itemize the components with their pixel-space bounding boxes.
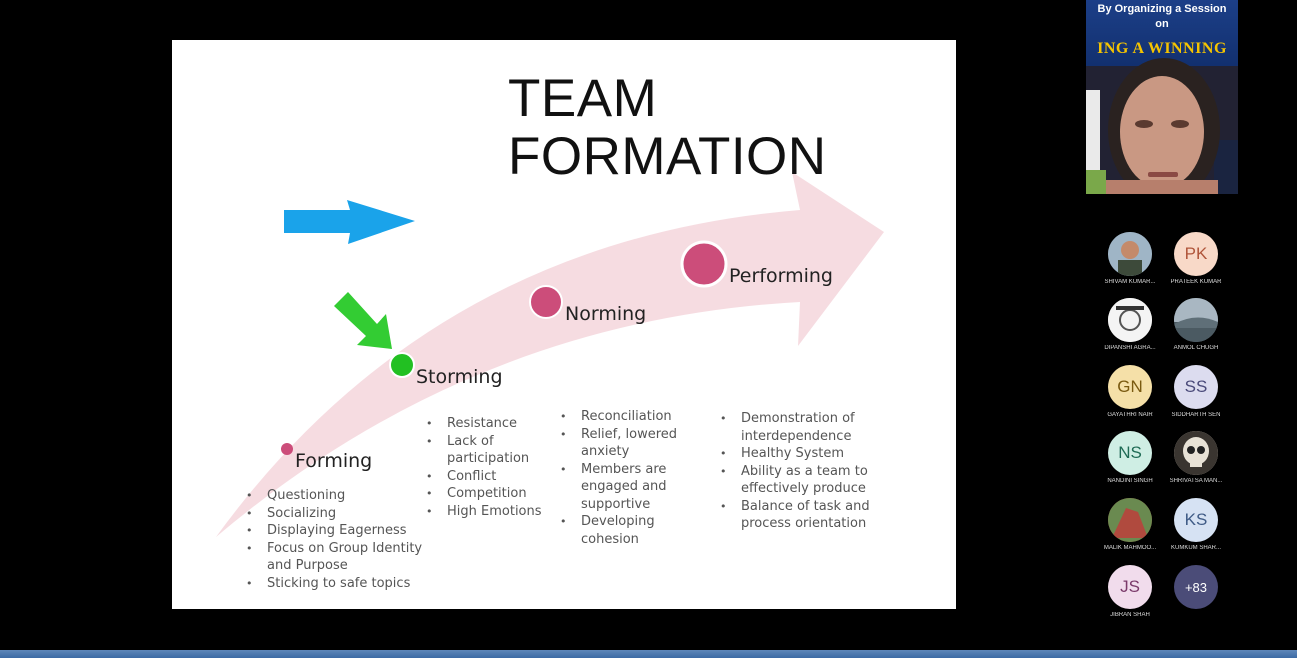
norming-bullets: Reconciliation Relief, lowered anxiety M…	[560, 408, 699, 548]
presenter-video[interactable]: By Organizing a Session on ING A WINNING	[1086, 0, 1238, 194]
avatar: NS	[1108, 431, 1152, 475]
list-item: Developing cohesion	[560, 513, 699, 548]
avatar: KS	[1174, 498, 1218, 542]
blue-arrow-icon	[284, 200, 415, 244]
participant-tile[interactable]: PK PRATEEK KUMAR	[1163, 232, 1229, 285]
list-item: Balance of task and process orientation	[720, 498, 881, 533]
avatar	[1108, 498, 1152, 542]
participant-name: DIPANSHI AGRA...	[1104, 345, 1156, 351]
participant-panel: SHIVAM KUMAR... PK PRATEEK KUMAR DIPANSH…	[1097, 232, 1237, 627]
list-item: Healthy System	[720, 445, 881, 463]
user-photo-icon	[1174, 298, 1218, 342]
avatar: GN	[1108, 365, 1152, 409]
list-item: High Emotions	[426, 503, 557, 521]
user-photo-icon	[1108, 298, 1152, 342]
storming-bullets: Resistance Lack of participation Conflic…	[426, 415, 557, 521]
avatar	[1174, 431, 1218, 475]
norming-dot	[529, 285, 563, 319]
performing-dot	[680, 240, 728, 288]
participant-name: KUMKUM SHAR...	[1170, 545, 1221, 551]
stage-label-storming: Storming	[416, 366, 503, 388]
list-item: Relief, lowered anxiety	[560, 426, 699, 461]
participant-tile[interactable]: ANMOL CHUGH	[1163, 298, 1229, 351]
list-item: Ability as a team to effectively produce	[720, 463, 881, 498]
list-item: Resistance	[426, 415, 557, 433]
taskbar	[0, 650, 1297, 658]
user-photo-icon	[1108, 498, 1152, 542]
presenter-face-image	[1086, 58, 1238, 194]
participant-name: MALIK MAHMOO...	[1103, 545, 1157, 551]
list-item: Sticking to safe topics	[246, 575, 437, 593]
slide-graphics	[216, 172, 884, 537]
forming-dot	[281, 443, 293, 455]
list-item: Competition	[426, 485, 557, 503]
list-item: Displaying Eagerness	[246, 522, 437, 540]
forming-bullets: Questioning Socializing Displaying Eager…	[246, 487, 437, 593]
stage-label-performing: Performing	[729, 265, 833, 287]
user-photo-icon	[1108, 232, 1152, 276]
participant-tile[interactable]: JS JIBRAN SHAH	[1097, 565, 1163, 618]
list-item: Conflict	[426, 468, 557, 486]
avatar	[1108, 232, 1152, 276]
banner-line-1: By Organizing a Session	[1097, 3, 1227, 15]
participant-tile[interactable]: GN GAYATHRI NAIR	[1097, 365, 1163, 418]
participant-tile[interactable]: SHIVAM KUMAR...	[1097, 232, 1163, 285]
participant-name: SHRIVATSA MAN...	[1169, 478, 1223, 484]
list-item: Demonstration of interdependence	[720, 410, 881, 445]
avatar	[1108, 298, 1152, 342]
banner-line-2: on	[1155, 18, 1169, 30]
skull-icon	[1174, 431, 1218, 475]
list-item: Focus on Group Identity and Purpose	[246, 540, 437, 575]
list-item: Reconciliation	[560, 408, 699, 426]
list-item: Questioning	[246, 487, 437, 505]
avatar	[1174, 298, 1218, 342]
banner-line-3: ING A WINNING	[1097, 40, 1227, 57]
green-arrow-icon	[334, 292, 392, 349]
participant-name: SHIVAM KUMAR...	[1104, 279, 1156, 285]
participant-tile[interactable]: KS KUMKUM SHAR...	[1163, 498, 1229, 551]
participant-tile[interactable]: DIPANSHI AGRA...	[1097, 298, 1163, 351]
title-line-1: TEAM	[508, 69, 658, 128]
participant-tile[interactable]: SS SIDDHARTH SEN	[1163, 365, 1229, 418]
performing-bullets: Demonstration of interdependence Healthy…	[720, 410, 881, 533]
more-participants-button[interactable]: +83	[1163, 565, 1229, 609]
participant-name: GAYATHRI NAIR	[1107, 412, 1153, 418]
participant-name: SIDDHARTH SEN	[1171, 412, 1221, 418]
participant-name: ANMOL CHUGH	[1173, 345, 1219, 351]
avatar: PK	[1174, 232, 1218, 276]
participant-tile[interactable]: NS NANDINI SINGH	[1097, 431, 1163, 484]
participant-name: NANDINI SINGH	[1107, 478, 1153, 484]
slide-title: TEAM FORMATION	[508, 70, 827, 186]
title-line-2: FORMATION	[508, 127, 827, 186]
stage-label-forming: Forming	[295, 450, 373, 472]
participant-tile[interactable]: SHRIVATSA MAN...	[1163, 431, 1229, 484]
avatar: JS	[1108, 565, 1152, 609]
list-item: Members are engaged and supportive	[560, 461, 699, 514]
participant-name: JIBRAN SHAH	[1110, 612, 1150, 618]
participant-tile[interactable]: MALIK MAHMOO...	[1097, 498, 1163, 551]
storming-dot	[389, 352, 415, 378]
list-item: Socializing	[246, 505, 437, 523]
stage-label-norming: Norming	[565, 303, 647, 325]
list-item: Lack of participation	[426, 433, 557, 468]
participant-name: PRATEEK KUMAR	[1170, 279, 1222, 285]
avatar: SS	[1174, 365, 1218, 409]
video-banner: By Organizing a Session on ING A WINNING	[1086, 0, 1238, 66]
presentation-slide: TEAM FORMATION Forming Storming Norming …	[172, 40, 956, 609]
more-count-badge[interactable]: +83	[1174, 565, 1218, 609]
